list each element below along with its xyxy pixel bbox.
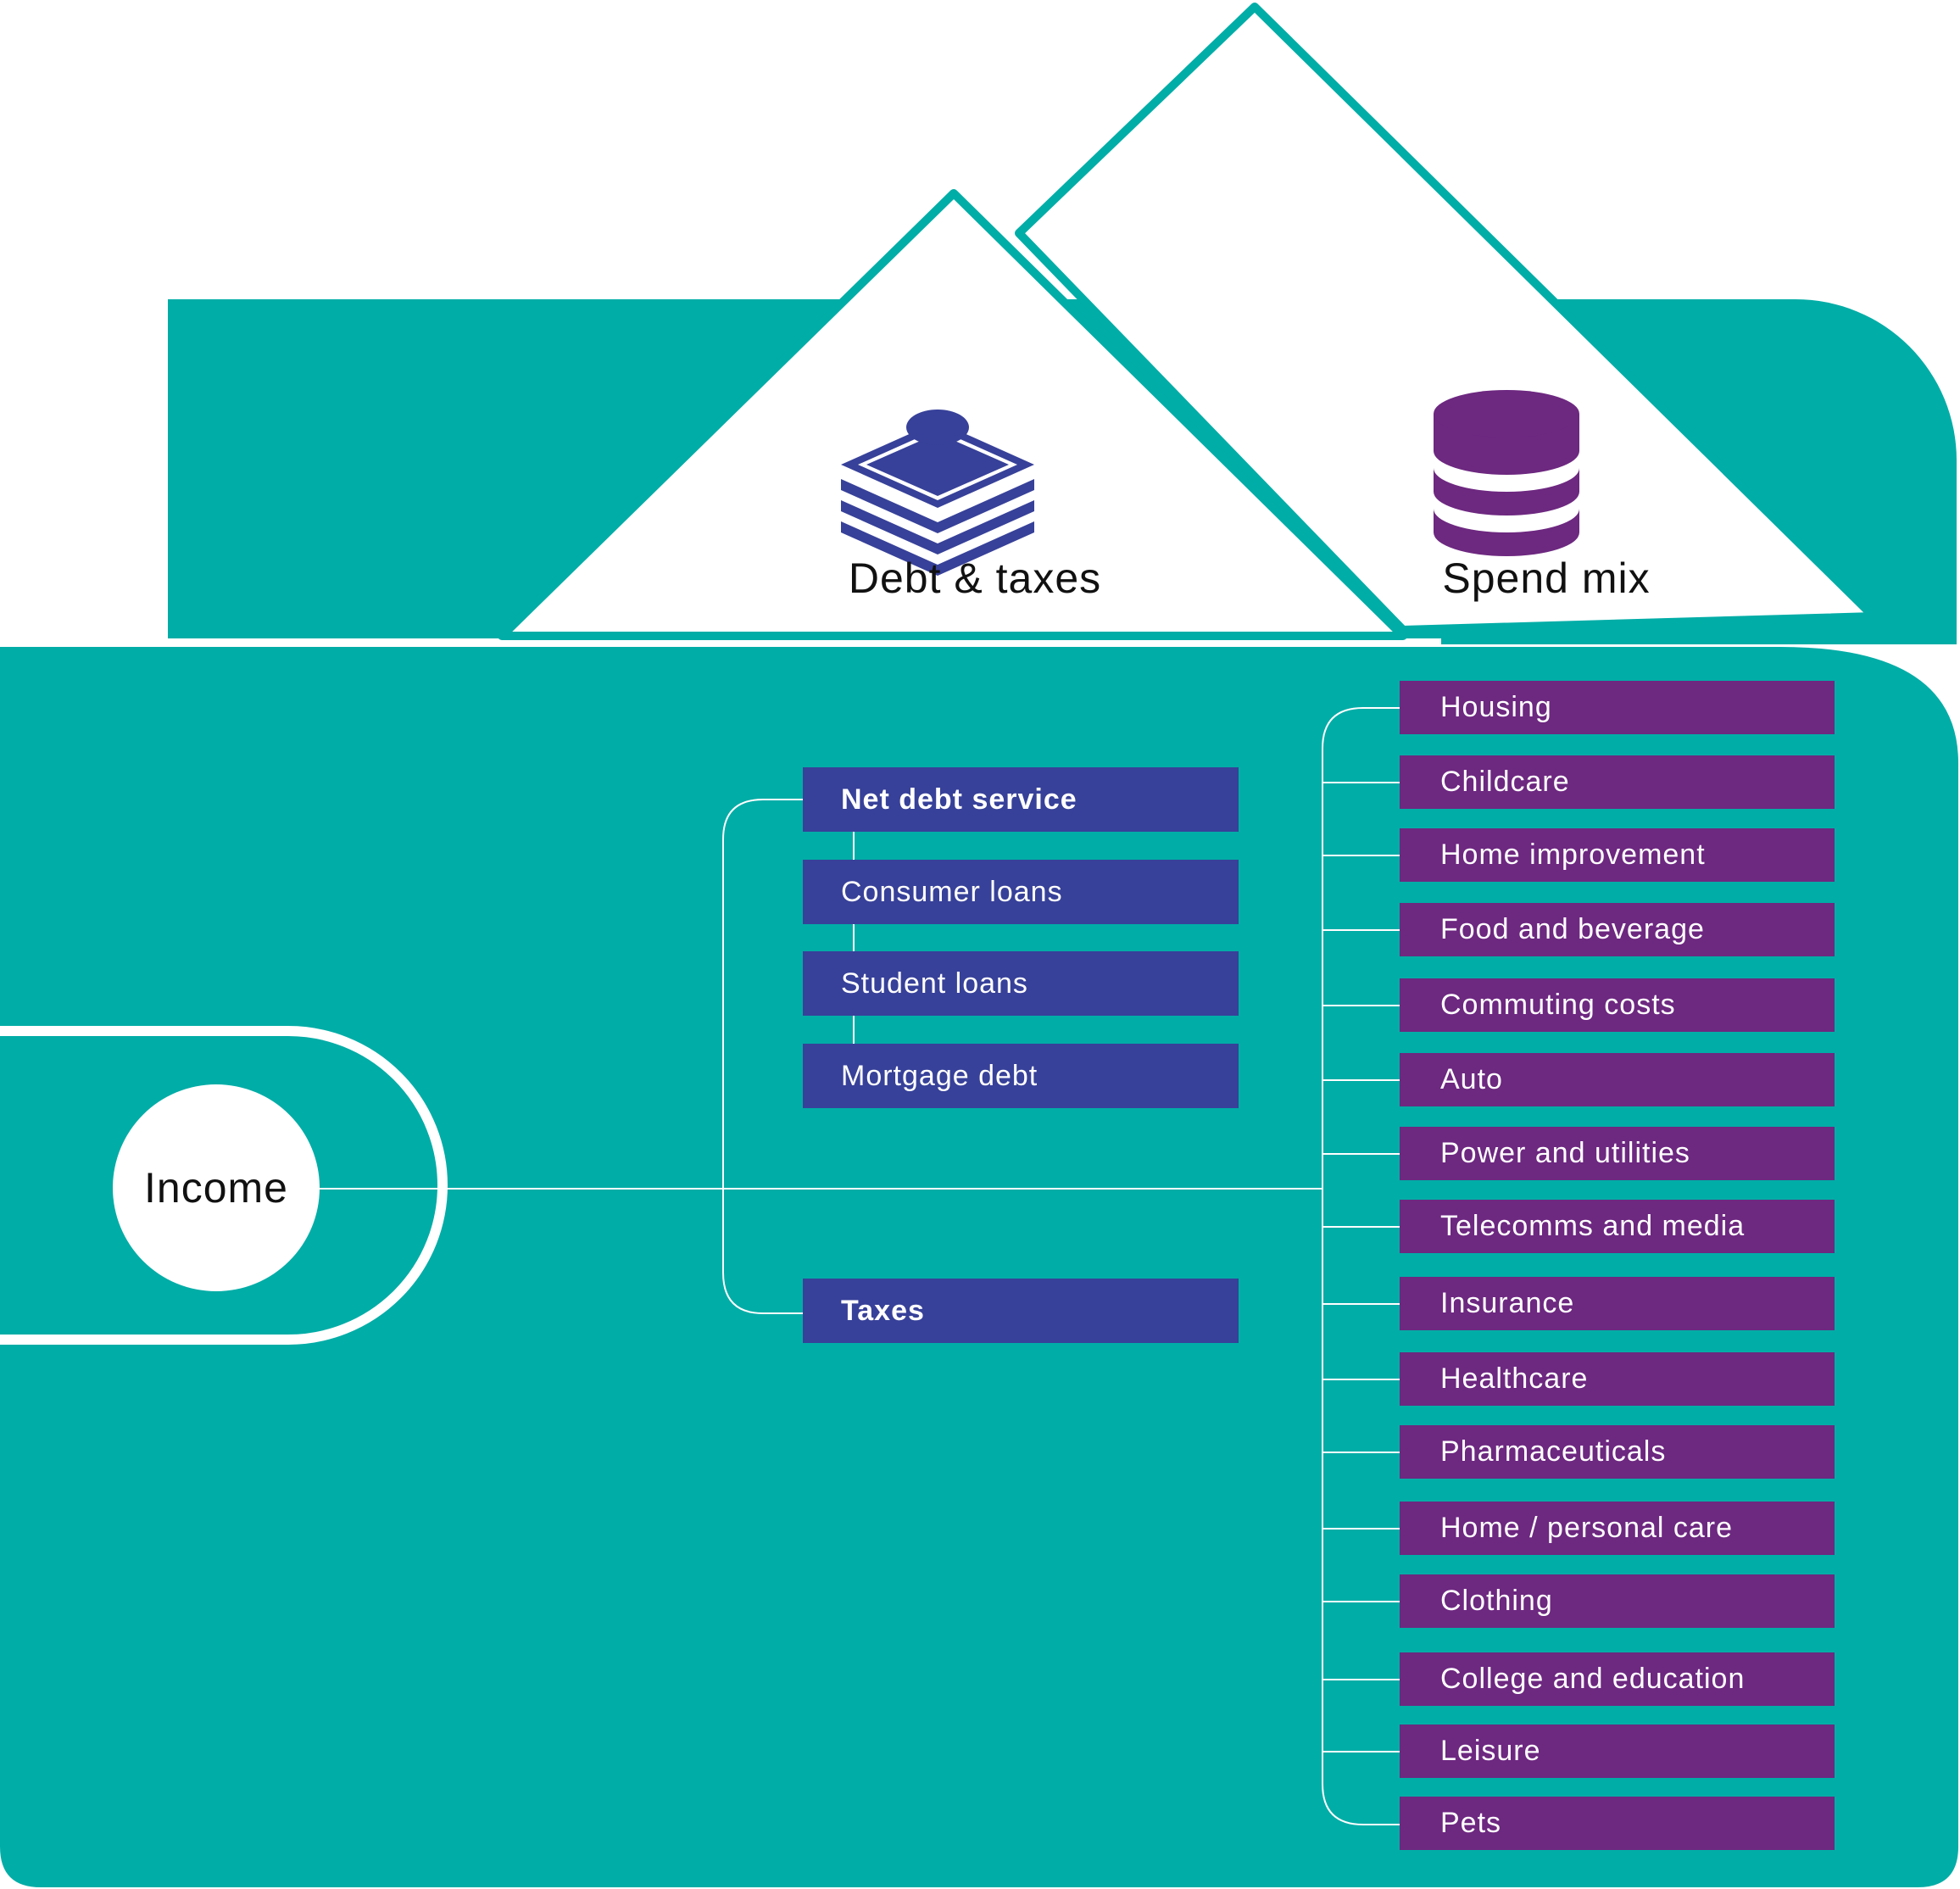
connector-lines	[320, 707, 1400, 1825]
spend-item: Commuting costs	[1400, 978, 1835, 1032]
spend-item: Home / personal care	[1400, 1502, 1835, 1555]
spend-item: Home improvement	[1400, 828, 1835, 882]
income-label: Income	[144, 1164, 288, 1212]
spend-item: Housing	[1400, 681, 1835, 734]
spend-item: Leisure	[1400, 1725, 1835, 1778]
spend-item: Auto	[1400, 1053, 1835, 1106]
wallet-clasp	[0, 1026, 448, 1345]
spend-item: Clothing	[1400, 1574, 1835, 1628]
spend-item: Childcare	[1400, 755, 1835, 809]
debt-item: Mortgage debt	[803, 1044, 1239, 1108]
spend-item: Power and utilities	[1400, 1127, 1835, 1180]
spend-item: Telecomms and media	[1400, 1200, 1835, 1253]
debt-item: Net debt service	[803, 767, 1239, 832]
spend-item: Pets	[1400, 1797, 1835, 1850]
spend-item: Pharmaceuticals	[1400, 1425, 1835, 1479]
debt-item: Taxes	[803, 1279, 1239, 1343]
debt-item: Consumer loans	[803, 860, 1239, 924]
spend-item: College and education	[1400, 1652, 1835, 1706]
debt-item: Student loans	[803, 951, 1239, 1016]
spend-item: Food and beverage	[1400, 903, 1835, 956]
income-circle	[113, 1084, 320, 1291]
money-stack-icon	[841, 410, 1034, 576]
spend-item: Healthcare	[1400, 1352, 1835, 1406]
spend-mix-label: Spend mix	[1442, 554, 1651, 602]
debt-taxes-label: Debt & taxes	[848, 554, 1102, 602]
spend-item: Insurance	[1400, 1277, 1835, 1330]
coin-stack-icon	[1434, 390, 1579, 556]
